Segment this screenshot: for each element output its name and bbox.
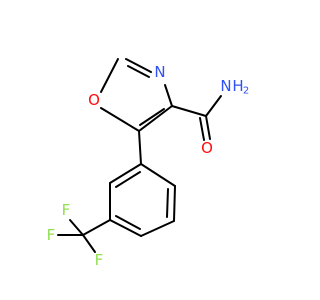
bond-ar4-ar5-inner bbox=[115, 215, 141, 230]
bond-cf3-f-bottom bbox=[82, 234, 96, 253]
amide-nitrogen-label: N bbox=[220, 77, 231, 95]
bond-o1-c2 bbox=[100, 58, 119, 93]
fluorine-top-label: F bbox=[62, 201, 71, 219]
bond-ar2-ar3 bbox=[173, 185, 176, 222]
bond-ar6-ar1-inner bbox=[115, 171, 141, 188]
bond-carbonyl-o bbox=[205, 115, 211, 140]
bond-ar4-ar5 bbox=[109, 219, 142, 237]
amide-hydrogen-count: 2 bbox=[243, 86, 249, 97]
bond-c4-c5-double bbox=[139, 108, 165, 126]
bond-c5-aryl bbox=[138, 130, 142, 165]
fluorine-left-label: F bbox=[47, 226, 56, 244]
carbonyl-oxygen-label: O bbox=[201, 139, 213, 157]
ring-nitrogen-label: N bbox=[154, 63, 165, 81]
bonds bbox=[57, 58, 222, 253]
ring-oxygen-label: O bbox=[88, 91, 100, 109]
bond-c4-carbonyl bbox=[171, 105, 207, 117]
fluorine-bottom-label: F bbox=[95, 251, 104, 269]
bond-c4-c5 bbox=[138, 105, 173, 132]
bond-cf3-f-top bbox=[69, 219, 84, 236]
bond-ar5-cf3 bbox=[82, 219, 111, 236]
molecule-structure: O N N H 2 O F F F bbox=[47, 58, 250, 269]
bond-c2-n3-double bbox=[127, 65, 150, 78]
atom-labels: O N N H 2 O F F F bbox=[47, 63, 250, 269]
bond-n3-c4 bbox=[164, 84, 173, 107]
bond-ar6-ar1 bbox=[109, 163, 142, 184]
bond-ar1-ar2 bbox=[140, 163, 176, 187]
bond-carbonyl-n bbox=[205, 95, 222, 117]
bond-ar3-ar4 bbox=[140, 220, 175, 237]
amide-hydrogen-label: H bbox=[232, 77, 243, 95]
bond-carbonyl-o-double bbox=[199, 117, 205, 141]
bond-c2-n3 bbox=[125, 58, 152, 73]
bond-c5-o1 bbox=[100, 107, 140, 132]
bond-ar2-ar3-inner bbox=[166, 188, 169, 218]
